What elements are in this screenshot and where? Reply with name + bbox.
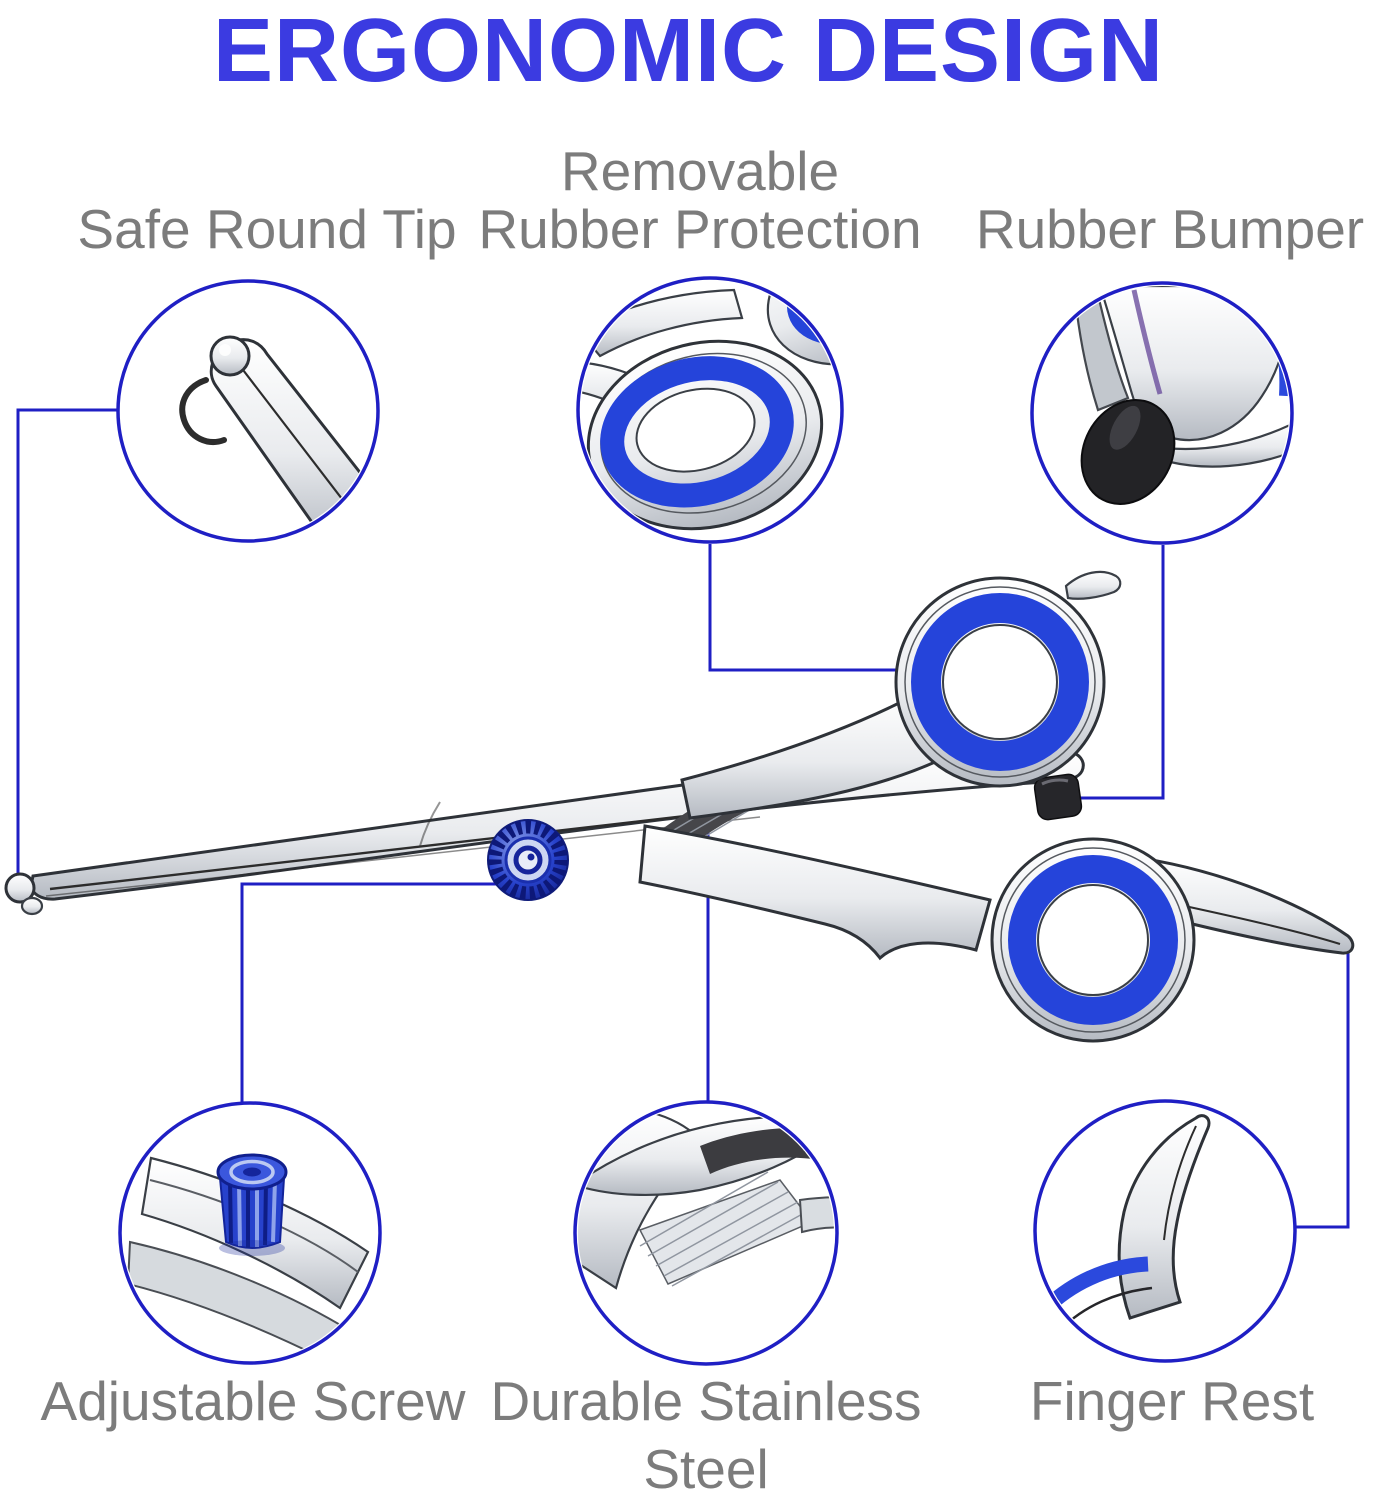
connector-finger-rest: [1296, 952, 1350, 1229]
bumper-closeup: [1072, 286, 1289, 505]
callout-finger-rest: [1033, 1099, 1297, 1363]
callout-rubber-bumper: [1030, 281, 1294, 545]
connector-lines: [16, 408, 1350, 1229]
label-safe-round-tip: Safe Round Tip: [77, 198, 457, 260]
callout-safe-round-tip: [116, 279, 380, 543]
label-rubber-bumper: Rubber Bumper: [975, 198, 1365, 260]
rubber-ring-closeup: [581, 281, 839, 531]
label-durable-line2: Steel: [643, 1438, 769, 1492]
connector-adjustable-screw: [240, 882, 500, 1104]
upper-handle-ring: [894, 570, 1122, 788]
connector-safe-round-tip: [16, 408, 118, 893]
screw-closeup: [126, 1153, 370, 1360]
rubber-bumper: [1033, 773, 1083, 821]
callout-durable-steel: [573, 1100, 839, 1366]
callout-removable-rubber: [576, 276, 844, 544]
label-removable-line1: Removable: [560, 140, 840, 202]
round-tip-ball: [4, 872, 36, 904]
label-removable-line2: Rubber Protection: [478, 198, 922, 260]
connector-removable-rubber: [708, 544, 903, 672]
label-finger-rest: Finger Rest: [1029, 1370, 1315, 1432]
lower-handle-shank: [638, 824, 992, 961]
connector-rubber-bumper: [1067, 545, 1165, 800]
label-durable-line1: Durable Stainless: [490, 1370, 922, 1432]
scissors-illustration: [4, 570, 1355, 1043]
adjustable-screw: [487, 819, 569, 901]
label-adjustable-screw: Adjustable Screw: [40, 1370, 466, 1432]
page-title: ERGONOMIC DESIGN: [212, 1, 1165, 101]
blades-closeup: [578, 1105, 834, 1290]
lower-handle-ring: [990, 837, 1196, 1043]
callout-adjustable-screw: [118, 1101, 382, 1365]
